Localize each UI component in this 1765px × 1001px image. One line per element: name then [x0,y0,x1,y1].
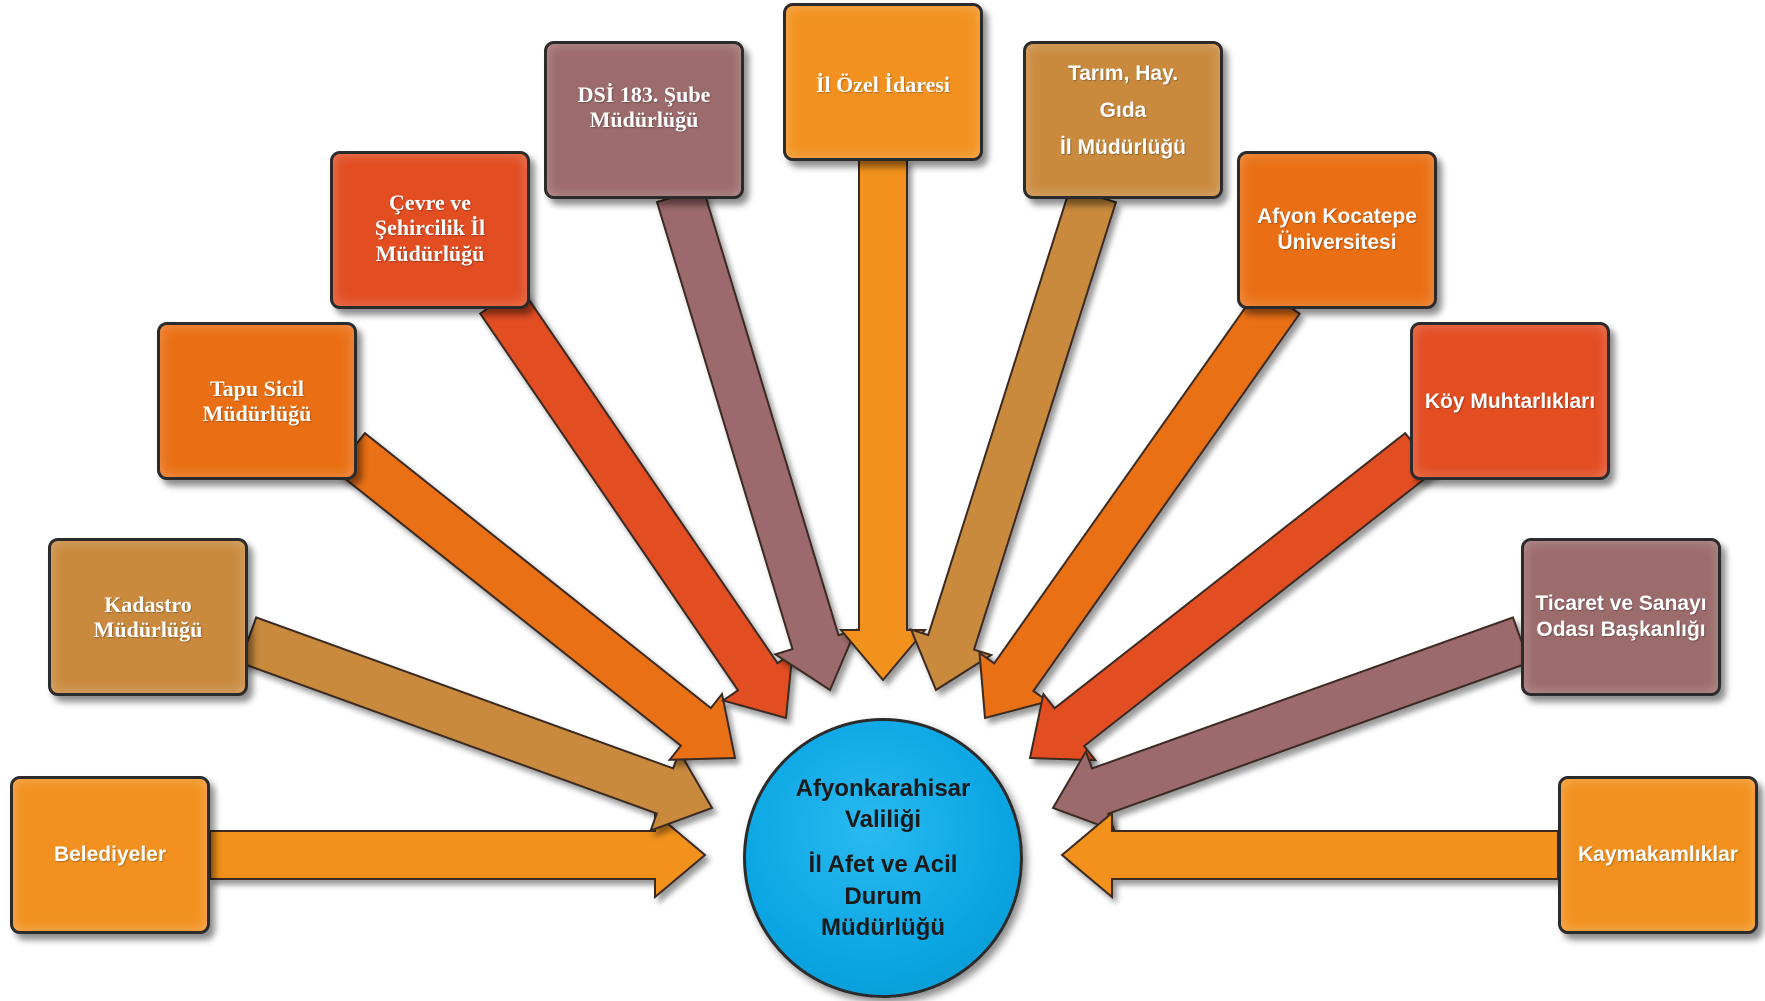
node-label: Kaymakamlıklar [1578,842,1738,866]
node-dsi: DSİ 183. Şube Müdürlüğü [544,41,744,199]
node-tapu-sicil: Tapu Sicil Müdürlüğü [157,322,357,480]
arrow-cevre-sehircilik [478,285,794,720]
node-label: Üniversitesi [1277,231,1397,255]
node-afyon-kocatepe: Afyon Kocatepe Üniversitesi [1237,151,1437,309]
center-line-5: Müdürlüğü [821,913,945,941]
node-tarim: Tarım, Hay. Gıda İl Müdürlüğü [1023,41,1223,199]
arrow-kadastro [238,616,714,833]
arrow-kaymakamliklar [1060,810,1559,900]
node-label: Kadastro [104,591,192,617]
node-label: Tarım, Hay. [1067,62,1179,85]
node-label: Şehircilik İl [374,215,486,241]
node-label: Köy Muhtarlıkları [1424,390,1596,413]
arrow-afyon-kocatepe [978,284,1301,720]
center-line-4: Durum [844,882,922,910]
node-label: Afyon Kocatepe [1257,205,1417,228]
node-label: Gıda [1099,98,1147,122]
node-koy-muhtarliklari: Köy Muhtarlıkları [1410,322,1610,480]
node-ticaret-sanayi: Ticaret ve Sanayı Odası Başkanlığı [1521,538,1721,696]
node-label: İl Müdürlüğü [1060,135,1186,159]
center-node-valilik: Afyonkarahisar Valiliği İl Afet ve Acil … [743,718,1023,998]
node-label: Müdürlüğü [202,401,312,426]
arrow-il-ozel-idaresi [838,159,928,682]
center-line-2: Valiliği [844,806,922,834]
node-il-ozel-idaresi: İl Özel İdaresi [783,3,983,161]
arrow-tarim [909,186,1118,692]
node-kaymakamliklar: Kaymakamlıklar [1558,776,1758,934]
node-label: Ticaret ve Sanayı [1535,592,1707,615]
node-label: Tapu Sicil [210,375,304,401]
center-line-1: Afyonkarahisar [795,775,971,803]
node-label: Odası Başkanlığı [1536,618,1706,642]
node-label: Müdürlüğü [375,240,485,266]
node-label: Belediyeler [53,842,167,866]
node-label: Müdürlüğü [589,107,699,133]
node-belediyeler: Belediyeler [10,776,210,934]
center-line-3: İl Afet ve Acil [808,851,958,879]
node-label: Müdürlüğü [93,617,203,642]
arrow-belediyeler [209,810,707,900]
arrow-koy-muhtarliklari [1028,431,1437,762]
node-label: DSİ 183. Şube [577,82,711,107]
arrow-dsi [655,186,858,692]
node-label: İl Özel İdaresi [815,72,951,97]
arrow-ticaret-sanayi [1051,616,1531,833]
node-kadastro: Kadastro Müdürlüğü [48,538,248,696]
node-label: Çevre ve [388,190,472,215]
arrow-tapu-sicil [333,431,737,761]
node-cevre-sehircilik: Çevre ve Şehircilik İl Müdürlüğü [330,151,530,309]
